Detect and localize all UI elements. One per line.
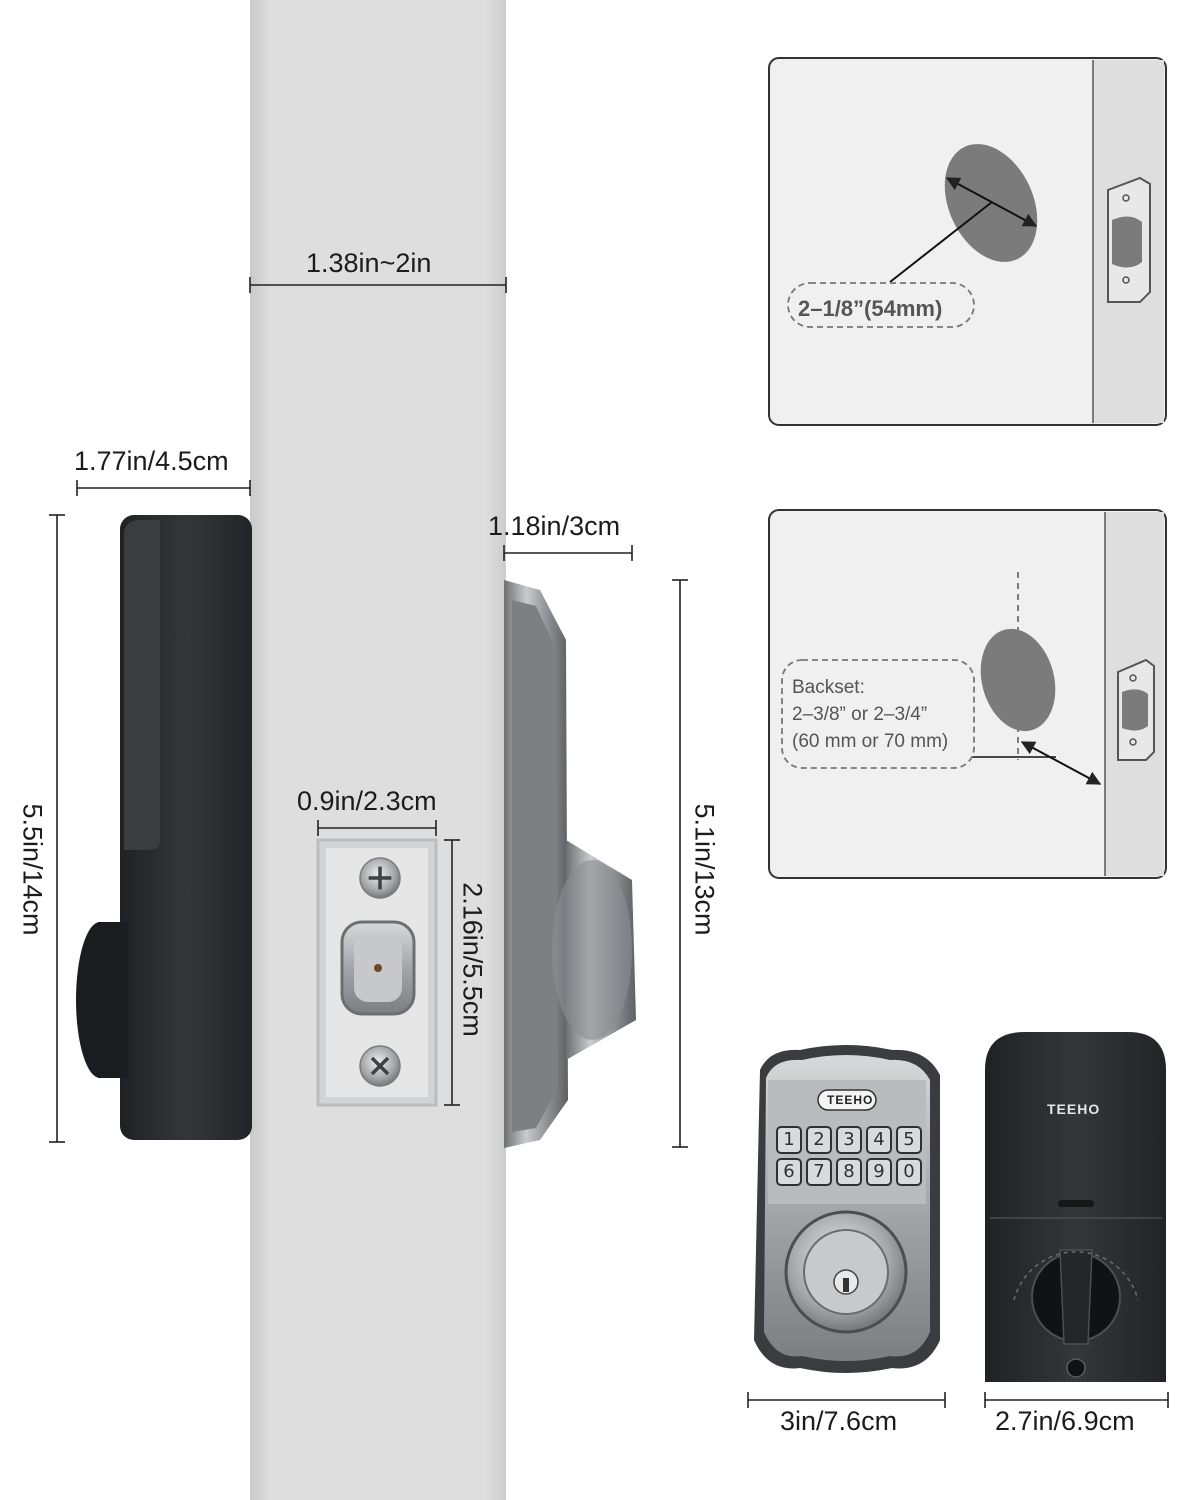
keypad-key[interactable]: 6 xyxy=(776,1158,802,1186)
keypad-key[interactable]: 9 xyxy=(866,1158,892,1186)
bore-hole-panel xyxy=(768,57,1167,426)
keypad-brand: TEEHO xyxy=(827,1093,874,1107)
backset-values: 2–3/8” or 2–3/4” xyxy=(792,704,928,725)
exterior-width-label: 3in/7.6cm xyxy=(780,1406,898,1436)
keypad-key[interactable]: 3 xyxy=(836,1126,862,1154)
exterior-unit-side xyxy=(504,580,636,1148)
door-thickness-label: 1.38in~2in xyxy=(306,248,432,278)
latch-faceplate xyxy=(316,838,438,1107)
dimension-lines xyxy=(49,277,1169,1408)
backset-title: Backset: xyxy=(792,677,865,698)
bore-hole-label: 2–1/8”(54mm) xyxy=(798,296,943,321)
backset-metric: (60 mm or 70 mm) xyxy=(792,731,949,752)
exterior-height-label: 5.1in/13cm xyxy=(689,803,720,936)
interior-width-label: 2.7in/6.9cm xyxy=(995,1406,1135,1436)
interior-height-label: 5.5in/14cm xyxy=(17,803,48,936)
interior-brand: TEEHO xyxy=(1047,1101,1101,1117)
latch-width-label: 0.9in/2.3cm xyxy=(297,786,437,816)
keypad-key[interactable]: 5 xyxy=(896,1126,922,1154)
interior-unit-front xyxy=(985,1032,1166,1382)
interior-depth-label: 1.77in/4.5cm xyxy=(74,446,229,476)
keypad-key[interactable]: 4 xyxy=(866,1126,892,1154)
keypad-key[interactable]: 7 xyxy=(806,1158,832,1186)
backset-panel xyxy=(768,509,1167,879)
keypad-key[interactable]: 8 xyxy=(836,1158,862,1186)
interior-unit-side xyxy=(76,515,252,1140)
door-slab xyxy=(250,0,506,1500)
keypad-key[interactable]: 0 xyxy=(896,1158,922,1186)
keypad-key[interactable]: 1 xyxy=(776,1126,802,1154)
exterior-depth-label: 1.18in/3cm xyxy=(488,511,621,541)
keypad-key[interactable]: 2 xyxy=(806,1126,832,1154)
latch-height-label: 2.16in/5.5cm xyxy=(457,882,488,1037)
